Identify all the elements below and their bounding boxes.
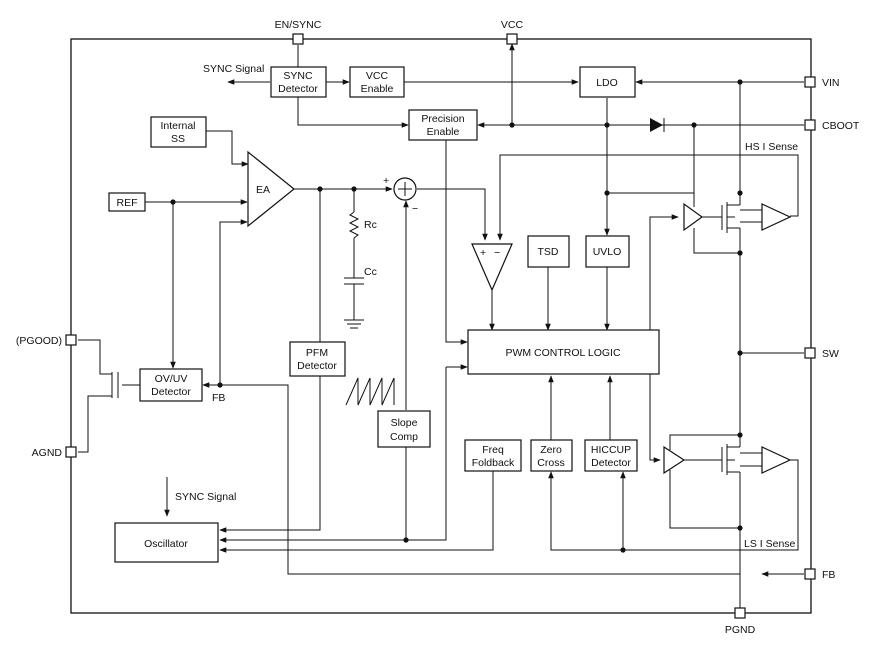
cc-label: Cc	[364, 266, 377, 278]
ls-i-sense-label: LS I Sense	[744, 538, 796, 550]
svg-text:Zero: Zero	[540, 444, 562, 456]
svg-text:PWM CONTROL LOGIC: PWM CONTROL LOGIC	[505, 347, 621, 359]
svg-text:FB: FB	[822, 569, 835, 581]
pin-agnd: AGND	[32, 446, 77, 459]
fb-internal-label: FB	[212, 392, 225, 404]
svg-text:HICCUP: HICCUP	[591, 444, 631, 456]
ls-gate-driver	[663, 445, 686, 475]
ls-sense-amp	[761, 446, 792, 474]
svg-text:AGND: AGND	[32, 447, 63, 459]
junction-dots	[170, 79, 743, 553]
svg-text:Detector: Detector	[278, 83, 318, 95]
svg-text:PFM: PFM	[306, 347, 328, 359]
block-sync-detector: SYNC Detector	[270, 66, 327, 98]
sync-signal-bottom-label: SYNC Signal	[175, 491, 236, 503]
block-uvlo: UVLO	[585, 235, 630, 268]
svg-text:Foldback: Foldback	[472, 457, 515, 469]
boot-diode	[650, 118, 665, 132]
block-vcc-enable: VCC Enable	[349, 66, 405, 98]
svg-text:UVLO: UVLO	[593, 246, 622, 258]
hs-i-sense-label: HS I Sense	[745, 141, 798, 153]
svg-text:Enable: Enable	[427, 126, 460, 138]
svg-text:EN/SYNC: EN/SYNC	[275, 19, 322, 31]
pin-pgnd: PGND	[725, 607, 756, 636]
svg-text:VCC: VCC	[501, 19, 524, 31]
pin-pgood: (PGOOD)	[16, 334, 77, 347]
ea-label: EA	[256, 184, 270, 196]
svg-text:Slope: Slope	[391, 417, 418, 429]
comparator-plus-label: +	[480, 247, 486, 259]
svg-text:CBOOT: CBOOT	[822, 120, 860, 132]
summer-minus-label: −	[412, 203, 418, 215]
block-oscillator: Oscillator	[114, 522, 219, 563]
block-tsd: TSD	[527, 235, 570, 268]
pin-en-sync: EN/SYNC	[275, 19, 322, 45]
svg-text:(PGOOD): (PGOOD)	[16, 335, 62, 347]
pin-vin: VIN	[804, 76, 840, 89]
svg-text:Detector: Detector	[151, 386, 191, 398]
block-hiccup-detector: HICCUP Detector	[584, 439, 638, 472]
svg-text:VCC: VCC	[366, 70, 389, 82]
comparator-minus-label: −	[494, 247, 500, 259]
rc-label: Rc	[364, 219, 377, 231]
svg-text:SW: SW	[822, 348, 839, 360]
device-outline	[70, 38, 812, 614]
svg-text:Detector: Detector	[591, 457, 631, 469]
svg-text:Detector: Detector	[297, 360, 337, 372]
pin-vcc: VCC	[501, 19, 524, 45]
pwm-comparator	[471, 243, 513, 292]
svg-text:OV/UV: OV/UV	[155, 373, 188, 385]
svg-text:SYNC: SYNC	[283, 70, 313, 82]
svg-text:LDO: LDO	[596, 77, 618, 89]
block-ldo: LDO	[579, 66, 636, 98]
svg-text:TSD: TSD	[538, 246, 559, 258]
svg-text:Oscillator: Oscillator	[144, 538, 188, 550]
hs-sense-amp	[761, 203, 792, 231]
ramp-waveform-icon	[345, 377, 395, 406]
block-precision-enable: Precision Enable	[408, 109, 478, 141]
block-pfm-detector: PFM Detector	[289, 341, 346, 377]
svg-text:Cross: Cross	[537, 457, 564, 469]
block-pwm-control-logic: PWM CONTROL LOGIC	[467, 329, 660, 375]
svg-text:Precision: Precision	[421, 113, 464, 125]
svg-text:Freq: Freq	[482, 444, 504, 456]
block-slope-comp: Slope Comp	[377, 410, 431, 448]
block-internal-ss: Internal SS	[150, 116, 207, 148]
low-side-fet	[684, 444, 740, 475]
wires	[78, 43, 804, 612]
summer-plus-label: +	[383, 175, 389, 187]
pin-cboot: CBOOT	[804, 119, 860, 132]
block-freq-foldback: Freq Foldback	[464, 439, 522, 472]
svg-text:Enable: Enable	[361, 83, 394, 95]
svg-text:SS: SS	[171, 133, 185, 145]
svg-text:PGND: PGND	[725, 624, 756, 636]
sync-signal-top-label: SYNC Signal	[203, 63, 264, 75]
block-zero-cross: Zero Cross	[530, 439, 573, 472]
error-amplifier	[247, 150, 295, 228]
pin-fb: FB	[804, 568, 835, 581]
block-ovuv-detector: OV/UV Detector	[139, 368, 203, 402]
pin-sw: SW	[804, 347, 839, 360]
svg-text:Comp: Comp	[390, 431, 418, 443]
svg-text:VIN: VIN	[822, 77, 840, 89]
high-side-fet	[702, 202, 740, 233]
hs-gate-driver	[683, 202, 704, 232]
block-ref: REF	[108, 192, 146, 212]
svg-text:REF: REF	[117, 197, 138, 209]
svg-text:Internal: Internal	[160, 120, 195, 132]
